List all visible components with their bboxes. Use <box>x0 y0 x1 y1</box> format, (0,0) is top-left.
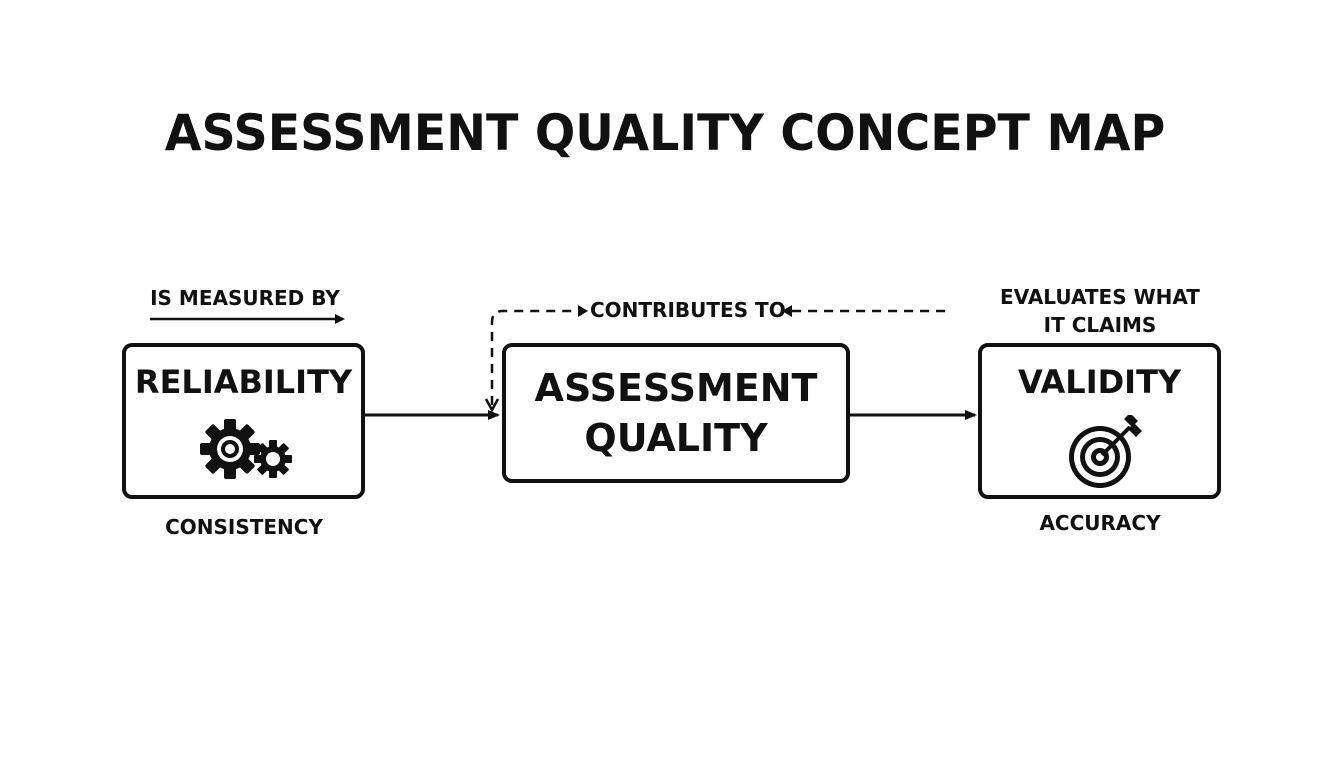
node-quality-label: ASSESSMENT QUALITY <box>534 366 818 460</box>
validity-caption: ACCURACY <box>1039 511 1161 535</box>
node-validity-label: VALIDITY <box>1017 363 1182 401</box>
node-reliability-label: RELIABILITY <box>134 363 353 401</box>
diagram-title: ASSESSMENT QUALITY CONCEPT MAP <box>164 104 1166 162</box>
gears-icon <box>200 419 292 479</box>
contributes-dashed-left <box>490 309 585 405</box>
node-reliability: RELIABILITY <box>122 343 365 499</box>
contributes-arrow-down <box>484 398 500 413</box>
node-assessment-quality: ASSESSMENT QUALITY <box>502 343 850 483</box>
contributes-arrow-right <box>578 305 588 317</box>
node-validity: VALIDITY <box>978 343 1221 499</box>
reliability-caption: CONSISTENCY <box>165 515 323 539</box>
edge-label-contributes-to: CONTRIBUTES TO <box>590 298 786 322</box>
edge-label-measured-by: IS MEASURED BY <box>150 286 340 310</box>
edge-label-evaluates: EVALUATES WHAT IT CLAIMS <box>1000 285 1200 337</box>
target-arrow-icon <box>1069 415 1142 488</box>
contributes-arrow-left <box>782 305 792 317</box>
